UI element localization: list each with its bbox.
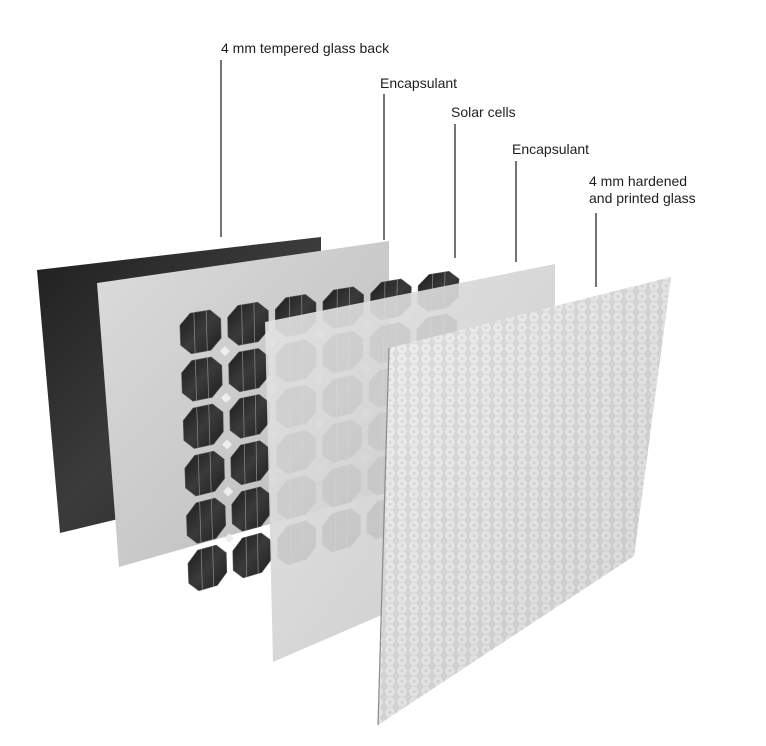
cell-busbar xyxy=(243,444,246,484)
cell-busbar xyxy=(241,304,243,345)
label-hardened-printed-glass: 4 mm hardened and printed glass xyxy=(589,173,696,207)
label-line: Encapsulant xyxy=(512,141,590,157)
cell-busbar xyxy=(209,451,212,493)
cell-busbar xyxy=(197,454,200,496)
solar-cell xyxy=(186,497,227,544)
cell-busbar xyxy=(194,359,197,401)
solar-cell xyxy=(184,450,225,497)
solar-cell xyxy=(181,356,223,402)
solar-cell xyxy=(229,394,271,439)
label-line: Solar cells xyxy=(451,104,516,120)
solar-cell xyxy=(187,544,228,592)
cell-busbar xyxy=(208,404,211,446)
cell-busbar xyxy=(245,537,248,577)
cell-busbar xyxy=(193,312,196,354)
cell-corner-gap xyxy=(224,533,235,544)
cell-busbar xyxy=(205,310,208,351)
solar-cell xyxy=(182,403,224,449)
cell-corner-gap xyxy=(219,346,230,357)
cell-busbar xyxy=(244,490,247,531)
cell-busbar xyxy=(257,533,259,574)
cell-busbar xyxy=(256,487,258,528)
solar-cell xyxy=(232,532,272,579)
label-encapsulant-back: Encapsulant xyxy=(380,75,457,92)
label-tempered-glass-back: 4 mm tempered glass back xyxy=(221,40,389,57)
cell-busbar xyxy=(200,549,203,590)
front-glass-layer xyxy=(377,277,671,726)
label-encapsulant-front: Encapsulant xyxy=(512,141,589,158)
solar-cell xyxy=(231,486,272,532)
label-line: 4 mm hardened xyxy=(589,173,688,189)
solar-cell xyxy=(179,309,222,355)
cell-busbar xyxy=(255,441,258,482)
solar-cell xyxy=(228,348,270,393)
cell-corner-gap xyxy=(221,392,231,403)
cell-busbar xyxy=(196,407,199,448)
cell-corner-gap xyxy=(222,439,233,450)
solar-cell xyxy=(230,440,271,486)
cell-busbar xyxy=(243,397,245,438)
cell-busbar xyxy=(199,501,202,543)
label-line: Encapsulant xyxy=(380,75,458,91)
label-line: 4 mm tempered glass back xyxy=(221,40,390,56)
cell-busbar xyxy=(211,498,213,540)
cell-busbar xyxy=(212,546,215,587)
solar-cell xyxy=(227,301,269,346)
label-solar-cells: Solar cells xyxy=(451,104,516,121)
label-line: and printed glass xyxy=(589,190,696,206)
leader-lines xyxy=(220,60,597,287)
cell-busbar xyxy=(255,395,257,435)
cell-busbar xyxy=(254,349,256,389)
cell-busbar xyxy=(242,351,244,392)
cell-busbar xyxy=(253,302,255,343)
cell-busbar xyxy=(207,357,209,399)
cell-corner-gap xyxy=(223,486,234,497)
